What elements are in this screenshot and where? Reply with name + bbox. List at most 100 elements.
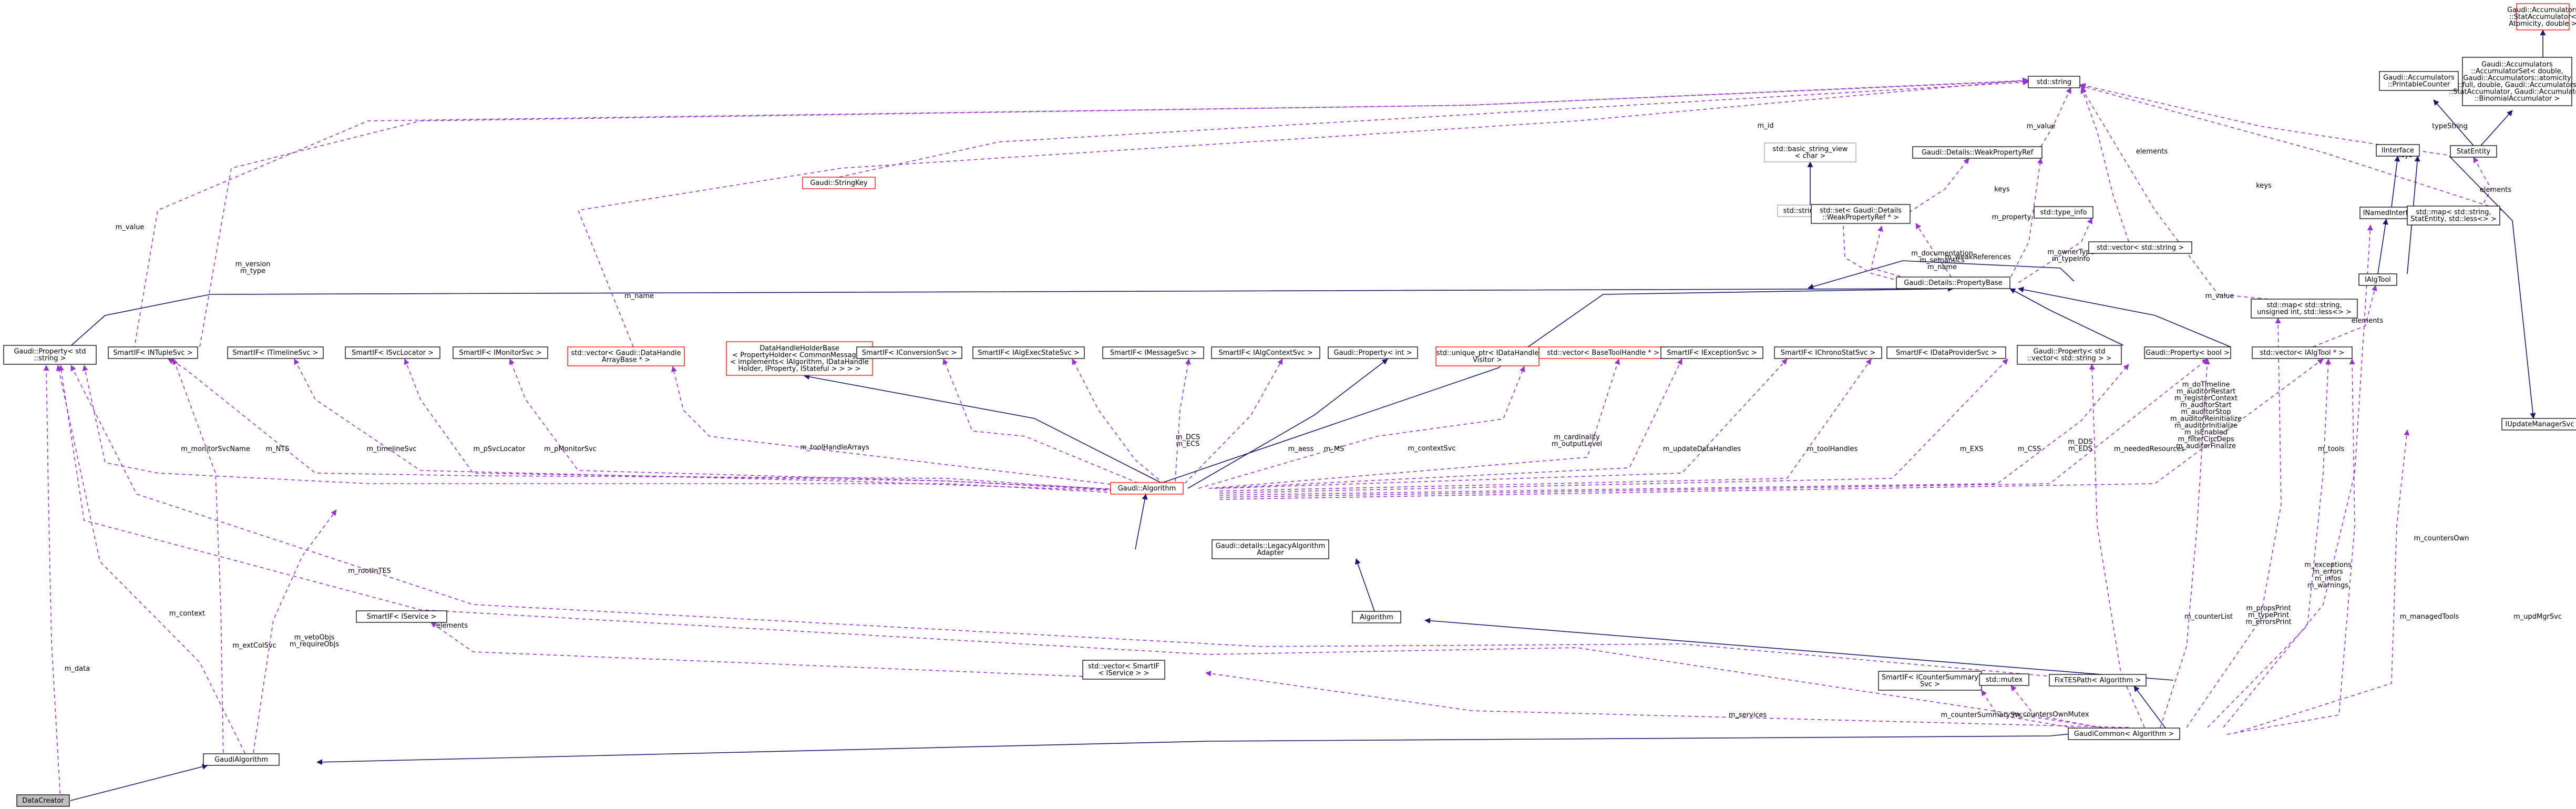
class-node-label: SmartIF< IExceptionSvc >: [1667, 349, 1757, 357]
class-node-label: SmartIF< IDataProviderSvc >: [1896, 349, 1997, 357]
edge-label-m-css: m_CSS: [2018, 445, 2041, 453]
edge-label-m-ms: m_MS: [1324, 445, 1345, 453]
class-node-smart-intuple[interactable]: SmartIF< INTupleSvc >: [108, 346, 198, 359]
class-node-iupdatemanagersvc[interactable]: IUpdateManagerSvc: [2501, 418, 2576, 431]
usage-edge-9: [294, 359, 1141, 492]
edge-label-text: m_countersOwn: [2414, 535, 2469, 542]
usage-edge-1: [43, 365, 61, 801]
class-node-prop-string[interactable]: Gaudi::Property< std::string >: [3, 345, 97, 365]
class-node-label: std::vector< std::string >: [2097, 244, 2184, 252]
class-node-box: [1328, 346, 1418, 359]
edge-label-typestring: typeString: [2432, 122, 2468, 130]
class-node-smart-algexec[interactable]: SmartIF< IAlgExecStateSvc >: [972, 346, 1085, 359]
class-node-accumulatorset[interactable]: Gaudi::Accumulators::AccumulatorSet< dou…: [2448, 57, 2576, 106]
class-node-box: [1102, 346, 1204, 359]
class-node-label: std::type_info: [2040, 209, 2087, 217]
class-node-smart-timeline[interactable]: SmartIF< ITimelineSvc >: [227, 346, 324, 359]
class-node-label: ::vector< std::string > >: [2027, 355, 2111, 363]
usage-edge-10: [404, 359, 1142, 492]
edge-label-m-property: m_property: [1992, 213, 2031, 221]
usage-edge-23: [1219, 359, 1872, 491]
usage-edge-14: [942, 359, 1152, 489]
usage-edge-51: [1915, 223, 1956, 283]
class-node-label: ::string >: [34, 355, 66, 363]
edge-label-text: m_requireObjs: [290, 641, 339, 649]
class-node-box: [16, 794, 70, 807]
edge-label-text: m_DDS: [2068, 438, 2092, 446]
edge-label-m-neededresources: m_neededResources: [2114, 445, 2185, 453]
class-node-vec-string[interactable]: std::vector< std::string >: [2088, 241, 2192, 254]
class-node-algorithm[interactable]: Algorithm: [1352, 611, 1401, 623]
class-node-label: std::mutex: [1986, 676, 2023, 684]
edge-label-text: m_services: [1729, 711, 1767, 719]
class-node-smart-exception[interactable]: SmartIF< IExceptionSvc >: [1660, 346, 1763, 359]
class-node-label: Gaudi::Property< bool >: [2146, 349, 2230, 357]
class-node-prop-vecstring[interactable]: Gaudi::Property< std::vector< std::strin…: [2017, 345, 2122, 365]
usage-edge-52: [2007, 158, 2043, 283]
edge-label-text: m_warnings: [2307, 582, 2348, 590]
edge-label-m-countersownmutex: m_countersOwnMutex: [2013, 711, 2089, 719]
usage-edge-35: [1981, 690, 2103, 733]
usage-edge-64: [2079, 84, 2502, 211]
class-node-prop-bool[interactable]: Gaudi::Property< bool >: [2144, 346, 2231, 359]
class-node-gaudicommon[interactable]: GaudiCommon< Algorithm >: [2068, 728, 2180, 740]
class-node-type-info[interactable]: std::type_info: [2034, 206, 2093, 219]
usage-edge-15: [1072, 359, 1170, 489]
edge-label-text: keys: [2256, 182, 2272, 190]
class-node-gaudialgorithm[interactable]: GaudiAlgorithm: [203, 753, 280, 766]
class-node-ialgtool[interactable]: IAlgTool: [2358, 273, 2397, 286]
class-node-interface[interactable]: IInterface: [2376, 144, 2420, 157]
class-node-prop-int[interactable]: Gaudi::Property< int >: [1328, 346, 1418, 359]
class-node-label: ArrayBase * >: [602, 356, 650, 364]
edge-label-text: m_auditorStart: [2180, 402, 2231, 409]
class-node-vec-datahandle: std::vector< Gaudi::DataHandleArrayBase …: [567, 346, 685, 366]
edge-label-m-updatedatahandles: m_updateDataHandles: [1663, 445, 1741, 453]
class-node-label: Adapter: [1257, 549, 1284, 557]
class-node-statentity[interactable]: StatEntity: [2450, 145, 2497, 158]
class-node-map-string-statentity[interactable]: std::map< std::string,StatEntity, std::l…: [2407, 206, 2500, 226]
usage-edge-11: [509, 359, 1144, 491]
inheritance-edge-31: [2133, 685, 2166, 729]
class-node-smart-algcontext[interactable]: SmartIF< IAlgContextSvc >: [1211, 346, 1320, 359]
class-node-label: StatEntity, std::less<> >: [2410, 216, 2496, 223]
class-node-fixtespath[interactable]: FixTESPath< Algorithm >: [2049, 674, 2147, 687]
class-node-label: Gaudi::Property< std: [2033, 348, 2105, 356]
class-node-box: [2034, 206, 2093, 219]
class-node-smart-message[interactable]: SmartIF< IMessageSvc >: [1102, 346, 1204, 359]
class-node-vec-smart-iservice[interactable]: std::vector< SmartIF< IService > >: [1082, 660, 1165, 680]
class-node-smart-conversion[interactable]: SmartIF< IConversionSvc >: [856, 346, 962, 359]
edge-label-m-pmonitorsvc: m_pMonitorSvc: [544, 445, 597, 453]
usage-edge-40: [2207, 359, 2332, 728]
class-node-smart-monitor[interactable]: SmartIF< IMonitorSvc >: [453, 346, 548, 359]
class-node-set-weakpropref[interactable]: std::set< Gaudi::Details::WeakPropertyRe…: [1811, 204, 1911, 224]
class-node-box: [3, 345, 97, 365]
class-node-propertybase[interactable]: Gaudi::Details::PropertyBase: [1896, 277, 2010, 289]
class-node-label: SmartIF< IService >: [367, 613, 437, 621]
class-node-smart-svclocator[interactable]: SmartIF< ISvcLocator >: [345, 346, 440, 359]
class-node-smart-dataprovider[interactable]: SmartIF< IDataProviderSvc >: [1886, 346, 2006, 359]
class-node-box: [1774, 346, 1882, 359]
usage-edge-19: [1198, 366, 1525, 489]
class-node-std-string[interactable]: std::string: [2028, 76, 2080, 88]
class-node-map-string-uint[interactable]: std::map< std::string,unsigned int, std:…: [2251, 299, 2358, 319]
class-node-smart-chrono[interactable]: SmartIF< IChronoStatSvc >: [1774, 346, 1882, 359]
inheritance-edge-73: [2449, 156, 2536, 419]
class-node-weakpropref[interactable]: Gaudi::Details::WeakPropertyRef: [1912, 146, 2043, 159]
edge-label-text: m_value: [2027, 122, 2056, 130]
class-node-datacreator: DataCreator: [16, 794, 70, 807]
edge-label-text: m_auditorRestart: [2177, 388, 2235, 396]
inheritance-edge-13: [804, 374, 1173, 489]
edge-label-text: m_property: [1992, 213, 2031, 221]
class-node-printablecounter[interactable]: Gaudi::Accumulators::PrintableCounter: [2379, 71, 2459, 91]
usage-edge-8: [168, 359, 1141, 492]
class-node-box: [1811, 204, 1911, 224]
class-node-std-mutex[interactable]: std::mutex: [1979, 673, 2029, 686]
edge-label-text: m_timelineSvc: [366, 445, 416, 453]
class-node-smart-iservice[interactable]: SmartIF< IService >: [356, 610, 447, 623]
class-node-vec-algtool[interactable]: std::vector< IAlgTool * >: [2252, 346, 2353, 359]
